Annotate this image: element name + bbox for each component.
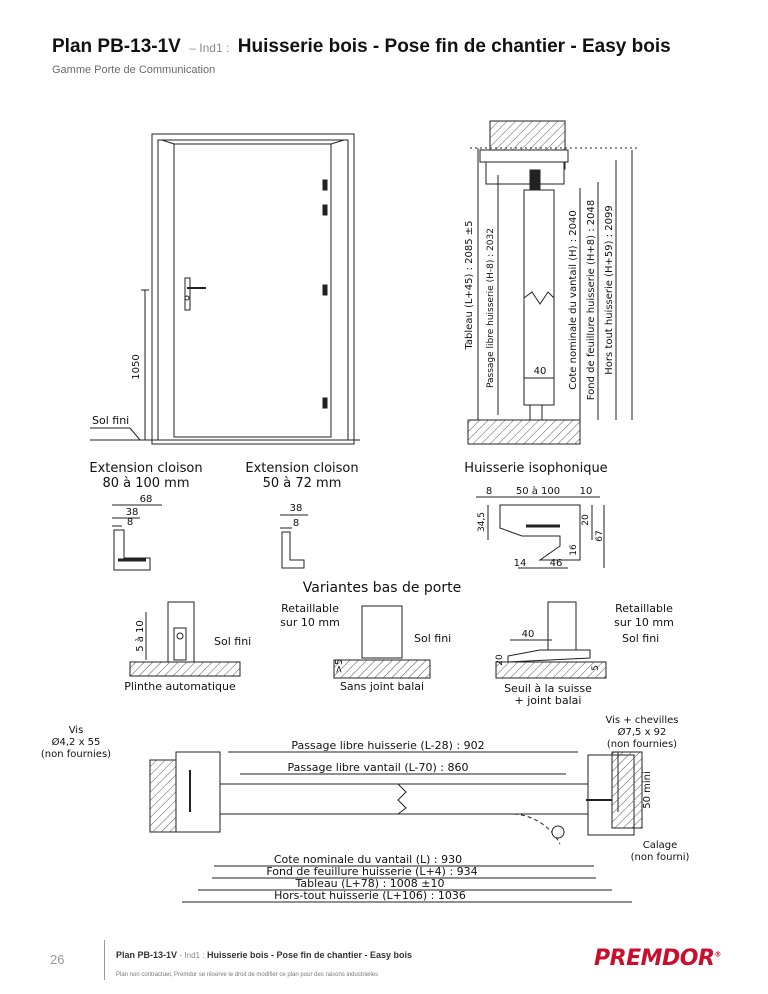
ext2-dim-8: 8	[293, 518, 299, 529]
plinthe-automatique-drawing	[129, 601, 241, 677]
seuil-caption-2: + joint balai	[515, 694, 582, 707]
iso-dim-46: 46	[550, 558, 563, 569]
footer-index: - Ind1 :	[179, 951, 205, 960]
dim-passage-vantail: Passage libre vantail (L-70) : 860	[287, 761, 468, 774]
ext1-dim-8: 8	[127, 517, 133, 528]
dim-cote-vertical: Cote nominale du vantail (H) : 2040	[568, 210, 579, 389]
sans-joint-note-1: Retaillable	[281, 602, 339, 615]
extension-80-100-profile	[112, 504, 162, 571]
door-leaf	[173, 143, 332, 438]
dim-passage-vertical: Passage libre huisserie (H-8) : 2032	[486, 228, 496, 388]
iso-dim-67: 67	[595, 530, 605, 541]
calage-label-2: (non fourni)	[631, 852, 690, 863]
dim-feuillure-vertical: Fond de feuillure huisserie (H+8) : 2048	[586, 200, 597, 400]
ext1-dim-68: 68	[140, 494, 153, 505]
dim-tableau: Tableau (L+78) : 1008 ±10	[295, 877, 445, 890]
seuil-note-2: sur 10 mm	[614, 616, 674, 629]
footer-note: Plan non contractuel, Premdor se réserve…	[116, 972, 379, 978]
right-wall	[611, 751, 643, 829]
lock-plate	[184, 277, 191, 311]
auto-gap-label: 5 à 10	[134, 620, 146, 652]
sans-joint-note-2: sur 10 mm	[280, 616, 340, 629]
footer-title-text: Huisserie bois - Pose fin de chantier - …	[206, 950, 413, 960]
sans-joint-caption: Sans joint balai	[340, 680, 424, 693]
dim-horstout-vertical: Hors tout huisserie (H+59) : 2099	[604, 205, 615, 374]
vis-label-3: (non fournies)	[41, 749, 111, 760]
sans-joint-floor: Sol fini	[414, 632, 451, 645]
page-subtitle: Gamme Porte de Communication	[52, 64, 216, 76]
mini-50-label: 50 mini	[642, 771, 653, 809]
variantes-title: Variantes bas de porte	[303, 580, 461, 596]
plan-index: – Ind1 :	[189, 41, 230, 55]
page-header: Plan PB-13-1V – Ind1 : Huisserie bois - …	[52, 36, 671, 58]
iso-dim-10: 10	[580, 486, 593, 497]
footer-title: Plan PB-13-1V - Ind1 : Huisserie bois - …	[116, 950, 412, 960]
iso-dim-8: 8	[486, 486, 492, 497]
seuil-caption-1: Seuil à la suisse	[504, 682, 592, 695]
iso-dim-50-100: 50 à 100	[516, 485, 560, 497]
iso-dim-20: 20	[581, 514, 591, 526]
page-number: 26	[50, 952, 65, 967]
ext1-title-2: 80 à 100 mm	[102, 476, 189, 491]
seuil-h20: 20	[495, 654, 505, 666]
ext2-title-1: Extension cloison	[245, 461, 358, 476]
chevilles-label-2: Ø7,5 x 92	[618, 726, 667, 738]
ext1-dim-38: 38	[126, 507, 139, 518]
seuil-width: 40	[522, 629, 535, 640]
extension-50-72-profile	[280, 514, 308, 569]
vertical-section	[467, 120, 640, 445]
dim-hors-tout: Hors-tout huisserie (L+106) : 1036	[274, 889, 466, 902]
keyhole-icon	[184, 295, 190, 301]
footer-code: Plan PB-13-1V	[116, 950, 178, 960]
dim-passage-huisserie: Passage libre huisserie (L-28) : 902	[291, 739, 484, 752]
chevilles-label-3: (non fournies)	[607, 739, 677, 750]
hinge	[322, 397, 328, 409]
ext1-title-1: Extension cloison	[89, 461, 202, 476]
sans-joint-gap: >5	[334, 659, 345, 674]
isophonique-title: Huisserie isophonique	[464, 461, 607, 476]
calage-label-1: Calage	[643, 840, 678, 851]
floor-slab	[467, 419, 581, 445]
vis-label-2: Ø4,2 x 55	[52, 736, 101, 748]
frame-head	[485, 161, 565, 185]
frame-outline	[151, 133, 355, 445]
seuil-h5: 5	[591, 665, 601, 671]
height-1050-label: 1050	[131, 354, 142, 379]
plan-code: Plan PB-13-1V	[52, 36, 181, 57]
seuil-suisse-drawing	[495, 601, 607, 679]
auto-caption: Plinthe automatique	[124, 680, 236, 693]
iso-dim-16: 16	[569, 544, 579, 556]
hinge	[322, 284, 328, 296]
hinge	[322, 204, 328, 216]
page-title: Huisserie bois - Pose fin de chantier - …	[237, 36, 671, 57]
floor-label: Sol fini	[92, 414, 129, 427]
seuil-note-1: Retaillable	[615, 602, 673, 615]
left-jamb	[175, 751, 221, 833]
sans-joint-drawing	[333, 605, 431, 679]
logo-text: PREMDOR	[594, 946, 715, 971]
door-elevation	[90, 133, 360, 445]
auto-floor-label: Sol fini	[214, 635, 251, 648]
iso-dim-14: 14	[514, 558, 527, 569]
dim-cote-nominale: Cote nominale du vantail (L) : 930	[274, 853, 462, 866]
chevilles-label-1: Vis + chevilles	[606, 715, 679, 726]
footer-divider	[104, 940, 105, 980]
iso-dim-34-5: 34,5	[477, 512, 487, 532]
frame-inner	[157, 139, 349, 441]
seuil-floor: Sol fini	[622, 632, 659, 645]
hinge	[322, 179, 328, 191]
vis-label-1: Vis	[69, 725, 84, 736]
ext2-title-2: 50 à 72 mm	[263, 476, 342, 491]
leaf-thickness-label: 40	[534, 366, 547, 377]
isophonique-profile	[476, 496, 605, 569]
ext2-dim-38: 38	[290, 503, 303, 514]
dim-tableau-vertical: Tableau (L+45) : 2085 ±5	[464, 220, 475, 350]
dim-fond-feuillure: Fond de feuillure huisserie (L+4) : 934	[266, 865, 477, 878]
premdor-logo: PREMDOR®	[594, 946, 721, 971]
horizontal-section	[149, 751, 643, 903]
